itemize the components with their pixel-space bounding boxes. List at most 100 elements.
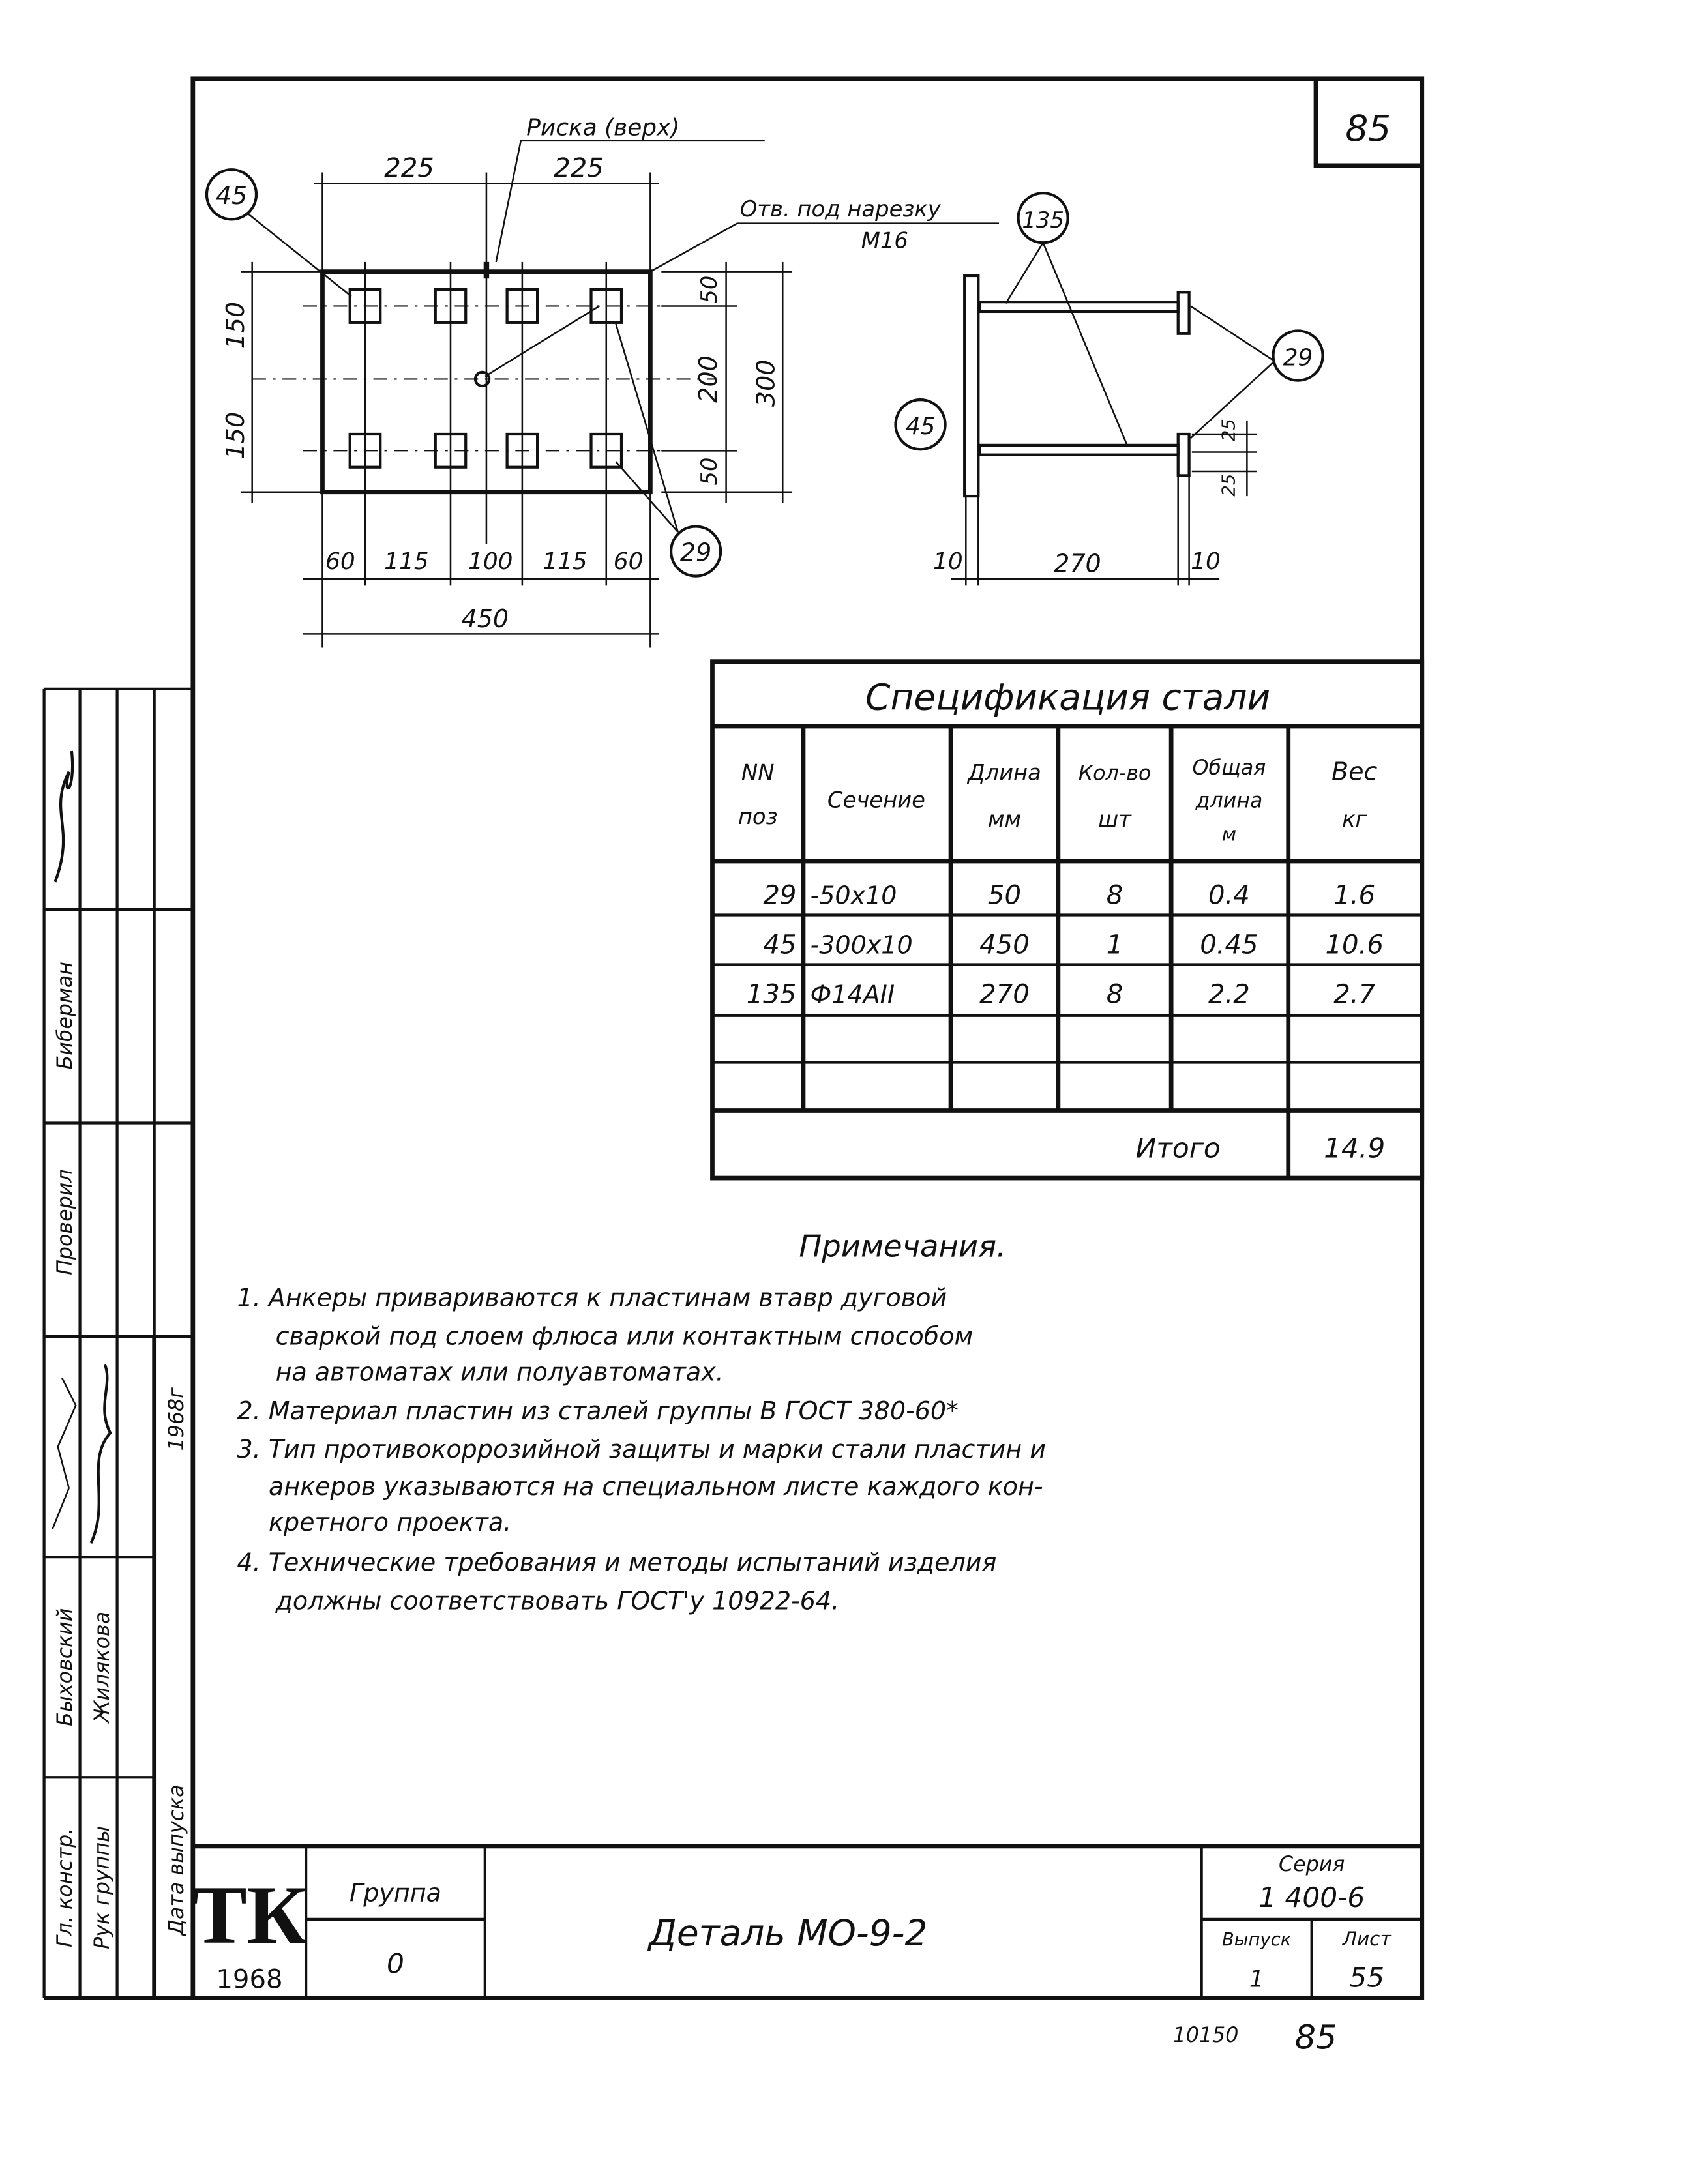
dim-270: 270 bbox=[1054, 549, 1101, 578]
dim-200: 200 bbox=[694, 355, 722, 403]
drawing-title: Деталь МО-9-2 bbox=[647, 1912, 928, 1954]
spec-table-title: Спецификация стали bbox=[865, 677, 1270, 718]
dim-115-right: 115 bbox=[543, 548, 588, 575]
top-mark bbox=[483, 261, 490, 279]
svg-text:-50x10: -50x10 bbox=[811, 881, 897, 910]
sheet-label: Лист bbox=[1342, 1928, 1392, 1950]
note-line: на автоматах или полуавтоматах. bbox=[276, 1358, 724, 1387]
tk-logo: ТК bbox=[192, 1870, 306, 1961]
checked-name: Биберман bbox=[53, 962, 77, 1070]
callout-45-circle bbox=[205, 168, 258, 221]
issue-date-label: Дата выпуска bbox=[165, 1784, 188, 1936]
note-line: кретного проекта. bbox=[269, 1508, 511, 1537]
svg-text:NN: NN bbox=[741, 760, 775, 785]
dim-100: 100 bbox=[468, 548, 513, 575]
svg-text:2.7: 2.7 bbox=[1333, 980, 1375, 1010]
group-label: Группа bbox=[350, 1878, 441, 1907]
notes-title: Примечания. bbox=[799, 1229, 1006, 1264]
dim-225-left: 225 bbox=[384, 153, 434, 183]
notes: Примечания. 1. Анкеры привариваются к пл… bbox=[237, 1229, 1045, 1616]
note-line: 4. Технические требования и методы испыт… bbox=[237, 1548, 996, 1576]
callout-45: 45 bbox=[216, 181, 247, 210]
side-view: 10 270 10 25 25 135 29 45 bbox=[894, 192, 1324, 586]
svg-text:Общая: Общая bbox=[1192, 756, 1266, 780]
series-label: Серия bbox=[1279, 1853, 1345, 1876]
hole-thread-label: M16 bbox=[861, 228, 908, 254]
svg-text:50: 50 bbox=[988, 881, 1021, 911]
svg-text:Кол-во: Кол-во bbox=[1079, 761, 1152, 785]
threaded-hole bbox=[473, 370, 491, 388]
sheet-number-box: 85 bbox=[1313, 78, 1422, 168]
note-line: 2. Материал пластин из сталей группы В Г… bbox=[237, 1396, 959, 1425]
dim-115-left: 115 bbox=[384, 548, 429, 575]
table-row: 45 -300x10 450 1 0.45 10.6 bbox=[763, 930, 1384, 960]
dim-25-top: 25 bbox=[1219, 419, 1239, 441]
svg-text:-300x10: -300x10 bbox=[811, 931, 913, 960]
anchor-plate-marks bbox=[348, 288, 623, 469]
table-row: 29 -50x10 50 8 0.4 1.6 bbox=[763, 881, 1375, 911]
svg-text:Вес: Вес bbox=[1331, 757, 1377, 786]
dim-50-top: 50 bbox=[696, 276, 722, 304]
table-row: 135 Ф14АII 270 8 2.2 2.7 bbox=[747, 980, 1376, 1010]
dim-10-left: 10 bbox=[933, 548, 963, 575]
logo-year: 1968 bbox=[216, 1965, 282, 1995]
signature-chief bbox=[52, 1377, 77, 1530]
svg-text:135: 135 bbox=[747, 980, 797, 1010]
issue-label: Выпуск bbox=[1222, 1930, 1292, 1950]
note-line: анкеров указываются на специальном листе… bbox=[269, 1472, 1043, 1501]
dim-10-right: 10 bbox=[1191, 548, 1221, 575]
svg-text:Сечение: Сечение bbox=[827, 788, 925, 813]
group-value: 0 bbox=[387, 1947, 404, 1979]
dim-60-left: 60 bbox=[325, 548, 355, 575]
issue-value: 1 bbox=[1249, 1966, 1264, 1992]
bottom-code: 10150 bbox=[1173, 2024, 1239, 2047]
callout-29-side: 29 bbox=[1283, 344, 1313, 371]
group-lead-name: Жилякова bbox=[91, 1612, 114, 1724]
svg-text:29: 29 bbox=[763, 881, 796, 911]
callout-29: 29 bbox=[680, 538, 711, 567]
signature-group-lead bbox=[89, 1363, 112, 1544]
callout-135: 135 bbox=[1022, 207, 1064, 233]
plan-view: 225 225 150 150 50 200 50 300 60 115 100… bbox=[205, 114, 1000, 648]
svg-text:мм: мм bbox=[988, 806, 1021, 832]
mark-label: Риска (верх) bbox=[526, 114, 679, 141]
checked-role: Проверил bbox=[53, 1169, 77, 1275]
svg-text:10.6: 10.6 bbox=[1326, 930, 1384, 960]
note-line: сваркой под слоем флюса или контактным с… bbox=[276, 1322, 974, 1351]
sheet-frame bbox=[190, 76, 1425, 2000]
callout-45-side: 45 bbox=[906, 413, 936, 440]
svg-text:кг: кг bbox=[1342, 806, 1367, 832]
side-stamp: Проверил Биберман Гл. констр. Быховский … bbox=[42, 687, 193, 2000]
callout-29-circle bbox=[669, 525, 722, 578]
sheet-value: 55 bbox=[1349, 1961, 1384, 1993]
svg-text:1.6: 1.6 bbox=[1333, 881, 1375, 911]
note-line: должны соответствовать ГОСТ'у 10922-64. bbox=[275, 1586, 840, 1615]
dim-300: 300 bbox=[752, 360, 781, 407]
svg-text:45: 45 bbox=[763, 930, 796, 960]
svg-text:длина: длина bbox=[1195, 789, 1262, 813]
svg-text:8: 8 bbox=[1107, 980, 1123, 1010]
note-line: 1. Анкеры привариваются к пластинам втав… bbox=[237, 1284, 947, 1312]
dim-225-right: 225 bbox=[554, 153, 604, 183]
side-plate-45 bbox=[963, 274, 980, 498]
svg-text:1: 1 bbox=[1107, 930, 1123, 960]
series-value: 1 400-6 bbox=[1258, 1881, 1365, 1913]
svg-text:450: 450 bbox=[979, 930, 1030, 960]
dim-150-top: 150 bbox=[221, 302, 250, 349]
dim-150-bottom: 150 bbox=[221, 412, 250, 460]
svg-text:8: 8 bbox=[1107, 881, 1123, 911]
svg-text:шт: шт bbox=[1098, 806, 1132, 832]
dim-60-right: 60 bbox=[614, 548, 644, 575]
sheet-number: 85 bbox=[1345, 108, 1391, 149]
svg-text:м: м bbox=[1222, 823, 1236, 845]
chief-role: Гл. констр. bbox=[53, 1828, 77, 1947]
dim-450: 450 bbox=[462, 604, 509, 633]
anchor-bar-top bbox=[978, 301, 1180, 314]
signature-checked bbox=[53, 750, 74, 883]
note-line: 3. Тип противокоррозийной защиты и марки… bbox=[237, 1435, 1045, 1464]
hole-label: Отв. под нарезку bbox=[740, 196, 942, 222]
svg-text:270: 270 bbox=[979, 980, 1030, 1010]
svg-text:0.4: 0.4 bbox=[1208, 881, 1250, 911]
anchor-bar-bottom bbox=[978, 443, 1180, 456]
